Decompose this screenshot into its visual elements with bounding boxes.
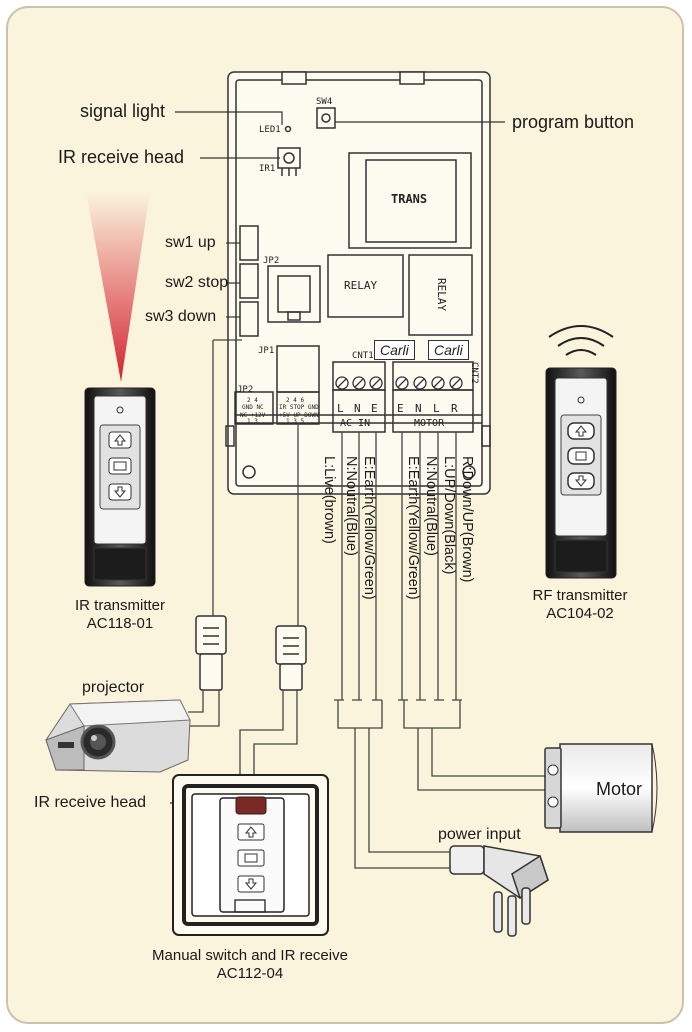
relay1-text: RELAY (344, 279, 378, 292)
cnt1-text: CNT1 (352, 351, 374, 361)
jp2-text: JP2 (263, 256, 280, 266)
manual-switch-buttons (237, 823, 265, 898)
jp2-pins-bottom: 1 3 (247, 418, 258, 425)
power-input-label: power input (438, 826, 521, 843)
wire-label-up-down: L:UP/Down(Black) (441, 456, 457, 575)
down-arrow-icon (567, 472, 595, 490)
jp1-text: JP1 (258, 346, 275, 356)
sw1-label: sw1 up (165, 234, 216, 251)
motor-icon (544, 743, 658, 833)
plug-icon (449, 845, 549, 937)
signal-light-label: signal light (80, 101, 166, 121)
ir-receive-head-switch-label: IR receive head (34, 794, 147, 811)
motor-label: Motor (596, 779, 643, 799)
rf-transmitter-model: AC104-02 (546, 605, 614, 622)
terminal-e: E (371, 402, 378, 415)
motor-terminal-n: N (415, 402, 422, 415)
terminal-n: N (354, 402, 361, 415)
ir-receive-head-label: IR receive head (58, 147, 185, 167)
relay2-text: RELAY (435, 278, 448, 312)
manual-switch-name: Manual switch and IR receive (152, 947, 348, 964)
jp1-pins-names: IR STOP GND (279, 404, 319, 411)
ir-transmitter-buttons (108, 431, 132, 506)
motor-terminal-l: L (433, 402, 440, 415)
ir-transmitter-name: IR transmitter (74, 597, 165, 614)
motor-block-text: MOTOR (414, 418, 445, 429)
jp1-pins-bottom: 1 3 5 (286, 418, 305, 425)
manual-switch-model: AC112-04 (216, 965, 284, 982)
jp2-bottom-text: JP2 (237, 385, 254, 395)
stop-icon (567, 447, 595, 465)
projector-label: projector (82, 679, 145, 696)
terminal-screws (335, 376, 463, 390)
ac-in-text: AC IN (340, 418, 371, 429)
stop-icon (237, 849, 265, 867)
jp2-pins-top: 2 4 (247, 397, 258, 404)
ir-transmitter-model: AC118-01 (86, 615, 154, 632)
jp2-pins-names: GND NC (242, 404, 264, 411)
wire-label-live: L:Live(brown) (321, 456, 337, 544)
wire-label-earth-motor: E:Earth(Yellow/Green) (405, 456, 421, 600)
up-arrow-icon (108, 431, 132, 449)
sw2-label: sw2 stop (165, 274, 229, 291)
control-board (225, 71, 491, 495)
down-arrow-icon (108, 483, 132, 501)
cnt2-text: CNT2 (469, 362, 479, 384)
trans-text: TRANS (391, 192, 428, 206)
wire-label-earth-ac: E:Earth(Yellow/Green) (361, 456, 377, 600)
program-button-label: program button (512, 112, 635, 132)
jp2-pins-names2: NC +12V (240, 412, 266, 419)
wires (188, 339, 545, 869)
rj-plug-right (275, 625, 307, 691)
up-arrow-icon (237, 823, 265, 841)
up-arrow-icon (567, 422, 595, 440)
carli-badge-2: Carli (428, 340, 469, 360)
led1-text: LED1 (259, 125, 281, 135)
motor-terminal-r: R (451, 402, 458, 415)
jp1-pins-top: 2 4 6 (286, 397, 305, 404)
wave-icon (548, 325, 614, 356)
sw3-label: sw3 down (145, 308, 217, 325)
terminal-l: L (337, 402, 344, 415)
rf-transmitter-name: RF transmitter (532, 587, 628, 604)
wire-label-down-up: R:Down/UP(Brown) (459, 456, 475, 583)
rf-transmitter-buttons (567, 422, 595, 495)
stop-icon (108, 457, 132, 475)
down-arrow-icon (237, 875, 265, 893)
wire-label-neutral-motor: N:Noutral(Blue) (423, 456, 439, 556)
jp1-pins-names2: +5V UP DOWN (279, 412, 319, 419)
ir1-text: IR1 (259, 164, 276, 174)
rj-plug-left (195, 615, 227, 691)
motor-terminal-e: E (397, 402, 404, 415)
sw4-text: SW4 (316, 97, 333, 107)
ir-beam (86, 192, 150, 382)
wire-label-neutral-ac: N:Noutral(Blue) (343, 456, 359, 556)
carli-badge-1: Carli (374, 340, 415, 360)
projector-icon (45, 699, 191, 773)
